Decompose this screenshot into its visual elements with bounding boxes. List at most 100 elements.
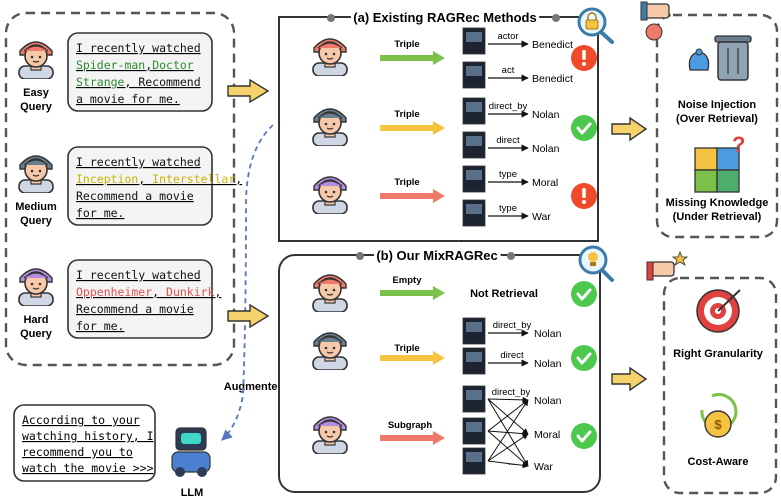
subgraph-edge: [487, 460, 529, 469]
retrieval-status-icon: [571, 115, 597, 141]
movie-poster-art: [466, 422, 482, 432]
missing-knowledge-label: Missing Knowledge(Under Retrieval): [666, 197, 769, 223]
relation-label: actor: [497, 31, 518, 42]
query-text-line: Inception, Interstellar,: [76, 172, 242, 186]
relation-label: direct_by: [492, 387, 531, 398]
trash-can-icon: [688, 35, 752, 81]
query-text-line: for me.: [76, 206, 124, 220]
benefits-panel: [662, 276, 778, 495]
query-text-line: Recommend a movie: [76, 189, 194, 203]
retrieval-user-avatar: [312, 108, 348, 146]
augmented-label: Augmented: [224, 381, 285, 393]
retrieval-status-icon-check: [576, 430, 592, 443]
movie-poster-art: [466, 352, 482, 362]
llm-label: LLM: [181, 487, 204, 499]
movie-poster-art: [466, 32, 482, 42]
retrieval-status-icon-check: [576, 352, 592, 365]
retrieval-type-label: Subgraph: [388, 420, 433, 431]
movie-poster-art: [466, 204, 482, 214]
bulb-magnifier-icon: [578, 245, 614, 282]
cost-aware-label: Cost-Aware: [688, 456, 749, 468]
retrieval-arrow: [380, 286, 445, 300]
query-text-line: a movie for me.: [76, 92, 180, 106]
entity-node: Nolan: [534, 328, 562, 340]
llm-robot-icon: [171, 427, 211, 477]
robot-body: [171, 451, 211, 473]
retrieval-user-avatar: [312, 38, 348, 76]
entity-node: Moral: [532, 177, 558, 189]
relation-label: direct_by: [489, 101, 528, 112]
title-dot-right: [552, 14, 560, 22]
movie-poster-art: [466, 66, 482, 76]
retrieval-arrow: [380, 51, 445, 65]
coin-icon: $: [700, 393, 738, 438]
query-user-avatar: [18, 268, 54, 306]
existing-methods-title: (a) Existing RAGRec Methods: [353, 10, 536, 25]
retrieval-user-avatar: [312, 416, 348, 454]
retrieval-type-label: Triple: [394, 343, 419, 354]
entity-node: Moral: [534, 429, 560, 441]
noise-injection-label: Noise Injection(Over Retrieval): [676, 99, 758, 125]
query-level-label: Medium: [15, 201, 57, 213]
not-retrieval-label: Not Retrieval: [470, 288, 538, 300]
retrieval-status-icon-dot: [582, 62, 586, 66]
thumbs-down-icon: [640, 1, 670, 41]
query-text-line: Spider-man,Doctor: [76, 58, 194, 72]
movie-poster-art: [466, 170, 482, 180]
retrieval-status-icon: [571, 423, 597, 449]
entity-node: War: [534, 461, 553, 473]
retrieval-status-icon-check: [576, 288, 592, 301]
query-user-avatar: [18, 155, 54, 193]
query-bubble: [67, 32, 213, 112]
query-level-label: Query: [20, 328, 53, 340]
retrieval-status-icon-check: [576, 122, 592, 135]
retrieval-type-label: Triple: [394, 39, 419, 50]
movie-poster-art: [466, 452, 482, 462]
puzzle-icon: ?: [694, 132, 745, 193]
target-icon: [696, 289, 741, 333]
movie-poster-art: [466, 390, 482, 400]
title-dot-left: [327, 14, 335, 22]
right-granularity-label: Right Granularity: [673, 348, 764, 360]
subgraph-edge: [487, 396, 529, 403]
svg-text:$: $: [714, 417, 722, 432]
retrieval-arrow: [380, 351, 445, 365]
query-user-avatar: [18, 41, 54, 79]
subgraph-edge: [487, 399, 529, 462]
movie-poster-art: [466, 322, 482, 332]
panel-to-outcome-arrows: [611, 116, 648, 392]
movie-poster-art: [466, 136, 482, 146]
relation-label: direct_by: [493, 320, 532, 331]
llm-response-bubble: [13, 404, 156, 482]
mixragrec-title: (b) Our MixRAGRec: [376, 248, 497, 263]
query-text-line: Oppenheimer, Dunkirk,: [76, 285, 221, 299]
query-text-line: I recently watched: [76, 268, 201, 282]
retrieval-status-icon-dot: [582, 200, 586, 204]
lock-magnifier-icon: [577, 7, 614, 44]
entity-node: Nolan: [534, 395, 562, 407]
subgraph-edge: [487, 430, 529, 467]
robot-wheel: [197, 467, 207, 477]
query-to-panel-arrow: [227, 78, 270, 104]
query-arrows: [227, 78, 270, 329]
query-to-panel-arrow: [227, 303, 270, 329]
entity-node: War: [532, 211, 551, 223]
query-bubble: [67, 259, 213, 339]
subgraph-edge: [487, 399, 529, 432]
query-level-label: Hard: [23, 314, 48, 326]
retrieval-arrow: [380, 431, 445, 445]
relation-label: act: [502, 65, 515, 76]
retrieval-type-label: Triple: [394, 177, 419, 188]
query-bubble: [67, 146, 213, 226]
title-dot-left: [356, 252, 364, 260]
title-dot-right: [507, 252, 515, 260]
robot-wheel: [175, 467, 185, 477]
retrieval-status-icon-bar: [582, 50, 586, 60]
